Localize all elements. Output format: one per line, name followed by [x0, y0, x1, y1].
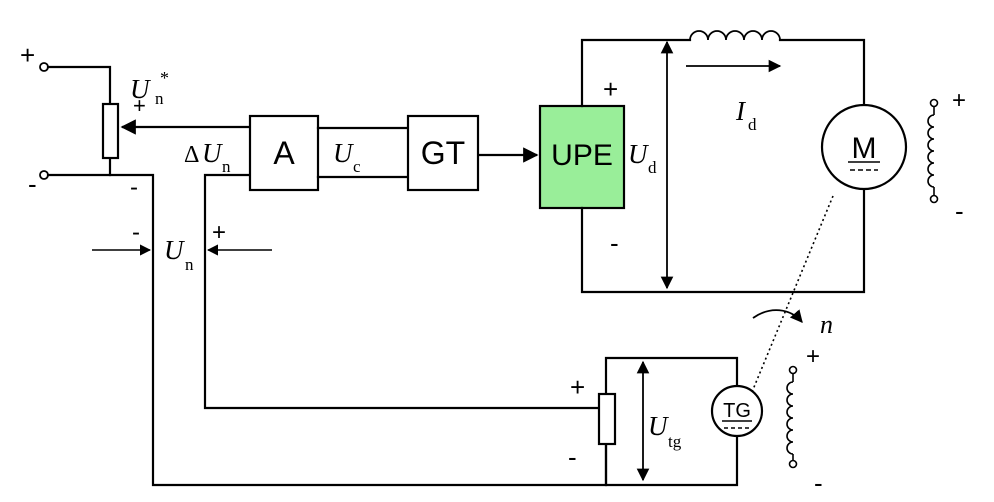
error-voltage-label: Δ U n [184, 138, 231, 176]
feedback-signal-wire [203, 173, 602, 410]
upe-plus: + [603, 74, 618, 104]
svg-text:*: * [160, 68, 169, 88]
svg-text:U: U [202, 138, 223, 168]
wire [604, 356, 739, 402]
field-minus: - [955, 196, 964, 226]
speed-label: n [820, 310, 833, 339]
svg-text:I: I [735, 96, 747, 126]
field-winding-icon [927, 98, 939, 204]
wire [580, 189, 866, 294]
svg-text:c: c [353, 157, 361, 176]
wire [580, 38, 692, 108]
upe-label: UPE [551, 139, 613, 172]
trigger-label: GT [421, 135, 465, 171]
amplifier-label: A [273, 135, 295, 171]
feedback-voltage-label: U n [164, 235, 194, 274]
armature-voltage-label: U d [628, 139, 657, 177]
pot-bottom-minus: - [130, 174, 138, 201]
svg-text:U: U [628, 139, 649, 169]
svg-text:d: d [748, 115, 757, 134]
svg-text:d: d [648, 158, 657, 177]
svg-text:tg: tg [668, 432, 682, 451]
feedback-return-wire [108, 173, 608, 487]
tg-potentiometer-icon [597, 392, 617, 446]
reference-voltage-label: U * n [130, 68, 169, 108]
svg-text:U: U [648, 411, 669, 441]
amplifier-block [248, 114, 320, 192]
tg-voltage-label: U tg [648, 411, 682, 451]
supply-minus: - [28, 169, 37, 199]
inductor-icon [689, 30, 781, 41]
supply-terminal-minus [39, 170, 49, 180]
wire [778, 38, 866, 105]
supply-plus: + [20, 40, 35, 70]
shaft-coupling [751, 195, 834, 393]
motor-label: M [852, 132, 877, 165]
svg-text:n: n [185, 255, 194, 274]
pot-wiper-plus: + [133, 93, 146, 118]
svg-text:n: n [222, 157, 231, 176]
tachogenerator-icon: TG [710, 384, 764, 438]
svg-text:Δ: Δ [184, 142, 199, 168]
tg-pot-plus: + [570, 372, 585, 402]
trigger-block [406, 114, 480, 192]
wire [46, 156, 112, 177]
motor-icon: M [820, 103, 908, 191]
supply-terminal-plus [39, 62, 49, 72]
wire [46, 65, 112, 106]
field-plus: + [952, 87, 966, 114]
tg-pot-minus: - [568, 442, 577, 472]
svg-text:U: U [164, 235, 185, 265]
control-voltage-label: U c [333, 138, 361, 176]
tg-field-plus: + [806, 343, 820, 370]
tg-field-winding-icon [786, 365, 798, 469]
svg-text:n: n [155, 89, 164, 108]
wire [604, 434, 739, 487]
tachogenerator-label: TG [723, 400, 751, 422]
rotation-arrow [752, 309, 803, 323]
potentiometer-icon [101, 102, 120, 160]
svg-text:U: U [333, 138, 354, 168]
feedback-plus: + [212, 219, 226, 246]
upe-minus: - [610, 228, 619, 258]
armature-current-label: I d [735, 96, 757, 134]
reference-supply: + - + - [20, 40, 250, 201]
feedback-minus: - [132, 219, 140, 246]
svg-text:U: U [130, 74, 151, 104]
tg-field-minus: - [814, 468, 823, 498]
